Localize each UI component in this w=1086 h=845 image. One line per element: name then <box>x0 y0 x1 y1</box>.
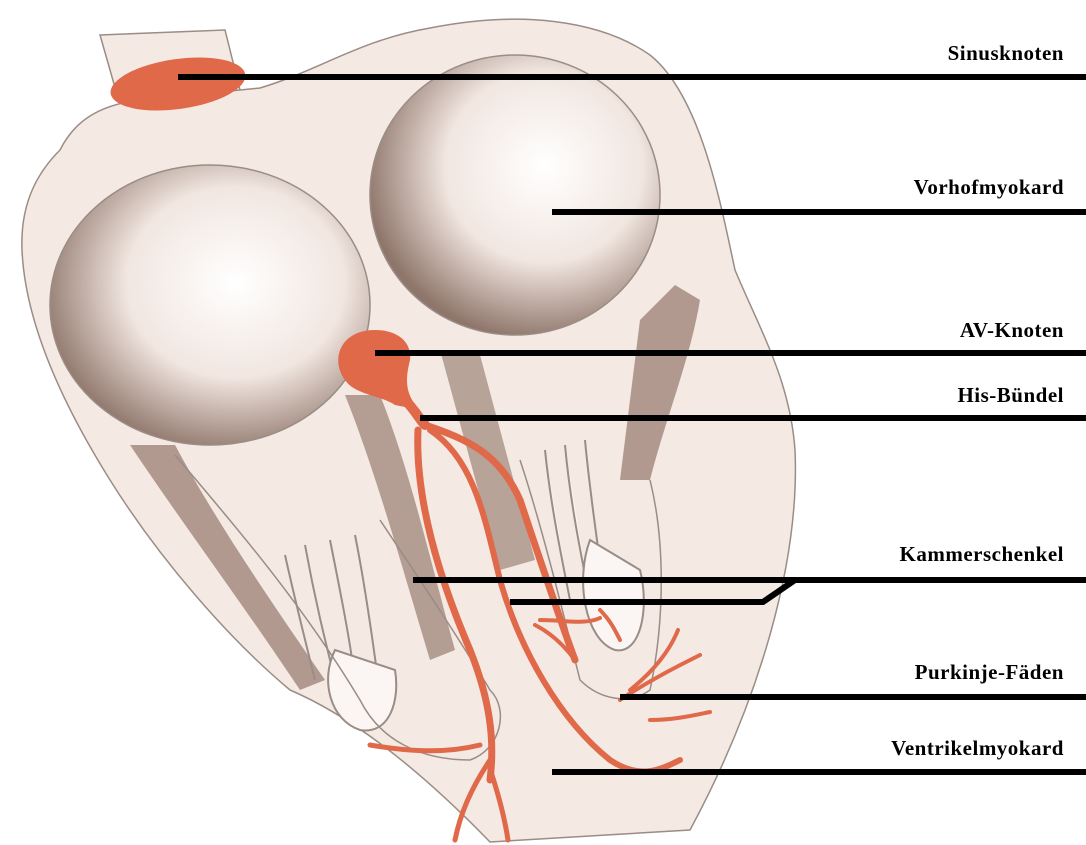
label-his-buendel: His-Bündel <box>957 383 1064 408</box>
label-av-knoten: AV-Knoten <box>960 318 1064 343</box>
label-kammerschenkel: Kammerschenkel <box>900 542 1064 567</box>
label-ventrikelmyokard: Ventrikelmyokard <box>891 736 1064 761</box>
left-atrium <box>370 55 660 335</box>
label-vorhofmyokard: Vorhofmyokard <box>914 175 1064 200</box>
right-atrium <box>50 165 370 445</box>
label-sinusknoten: Sinusknoten <box>948 41 1064 66</box>
label-purkinje-faeden: Purkinje-Fäden <box>915 660 1064 685</box>
